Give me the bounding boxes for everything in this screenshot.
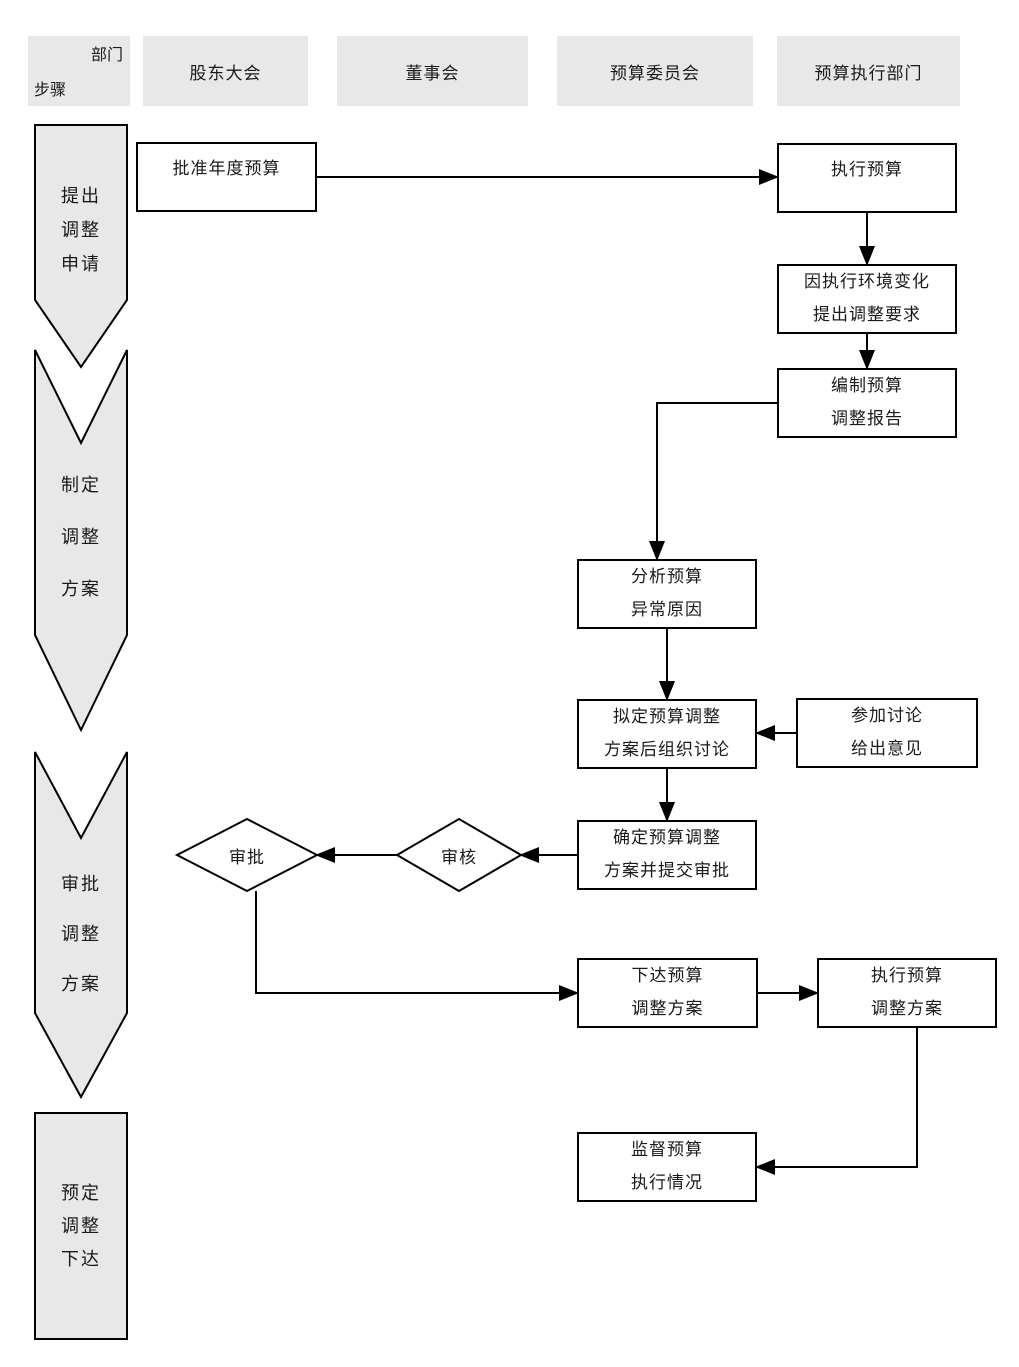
node-execute-budget: 执行预算	[777, 143, 957, 213]
node-analyze-abnormal-causes: 分析预算 异常原因	[577, 559, 757, 629]
node-supervise-execution: 监督预算 执行情况	[577, 1132, 757, 1202]
connector-approve-to-issue	[255, 891, 579, 1001]
node-env-change-request: 因执行环境变化 提出调整要求	[777, 264, 957, 334]
phase-rect-4-shape	[34, 1112, 128, 1340]
header-corner-cell: 部门 步骤	[28, 36, 130, 106]
decision-approve-label: 审批	[229, 847, 265, 868]
header-budget-committee: 预算委员会	[557, 36, 753, 106]
node-prepare-adjustment-report: 编制预算 调整报告	[777, 368, 957, 438]
header-corner-steps-label: 步骤	[34, 80, 67, 99]
phase-label-scheduled-issue: 预定 调整 下达	[61, 1183, 101, 1270]
connector-report-to-analyze	[649, 402, 777, 561]
decision-review-label: 审核	[441, 847, 477, 868]
node-execute-adjustment-plan: 执行预算 调整方案	[817, 958, 997, 1028]
node-approve-annual-budget: 批准年度预算	[136, 142, 317, 212]
header-corner-department-label: 部门	[90, 45, 123, 64]
phase-label-propose-adjustment: 提出 调整 申请	[61, 185, 101, 275]
header-board-of-directors: 董事会	[337, 36, 528, 106]
header-shareholders-meeting: 股东大会	[143, 36, 308, 106]
header-budget-execution-dept: 预算执行部门	[777, 36, 960, 106]
node-issue-adjustment-plan: 下达预算 调整方案	[577, 958, 758, 1028]
phase-arrow-2-shape	[34, 349, 128, 733]
connector-executeplan-to-supervise	[755, 1028, 918, 1175]
phase-label-formulate-plan: 制定 调整 方案	[61, 475, 101, 600]
phase-arrow-3-shape	[34, 751, 128, 1100]
node-confirm-plan-submit: 确定预算调整 方案并提交审批	[577, 820, 757, 890]
phase-label-approve-plan: 审批 调整 方案	[61, 874, 101, 995]
node-join-discussion-opinions: 参加讨论 给出意见	[796, 698, 978, 768]
node-draft-plan-discussion: 拟定预算调整 方案后组织讨论	[577, 699, 757, 769]
phase-arrow-1-shape	[34, 124, 128, 369]
